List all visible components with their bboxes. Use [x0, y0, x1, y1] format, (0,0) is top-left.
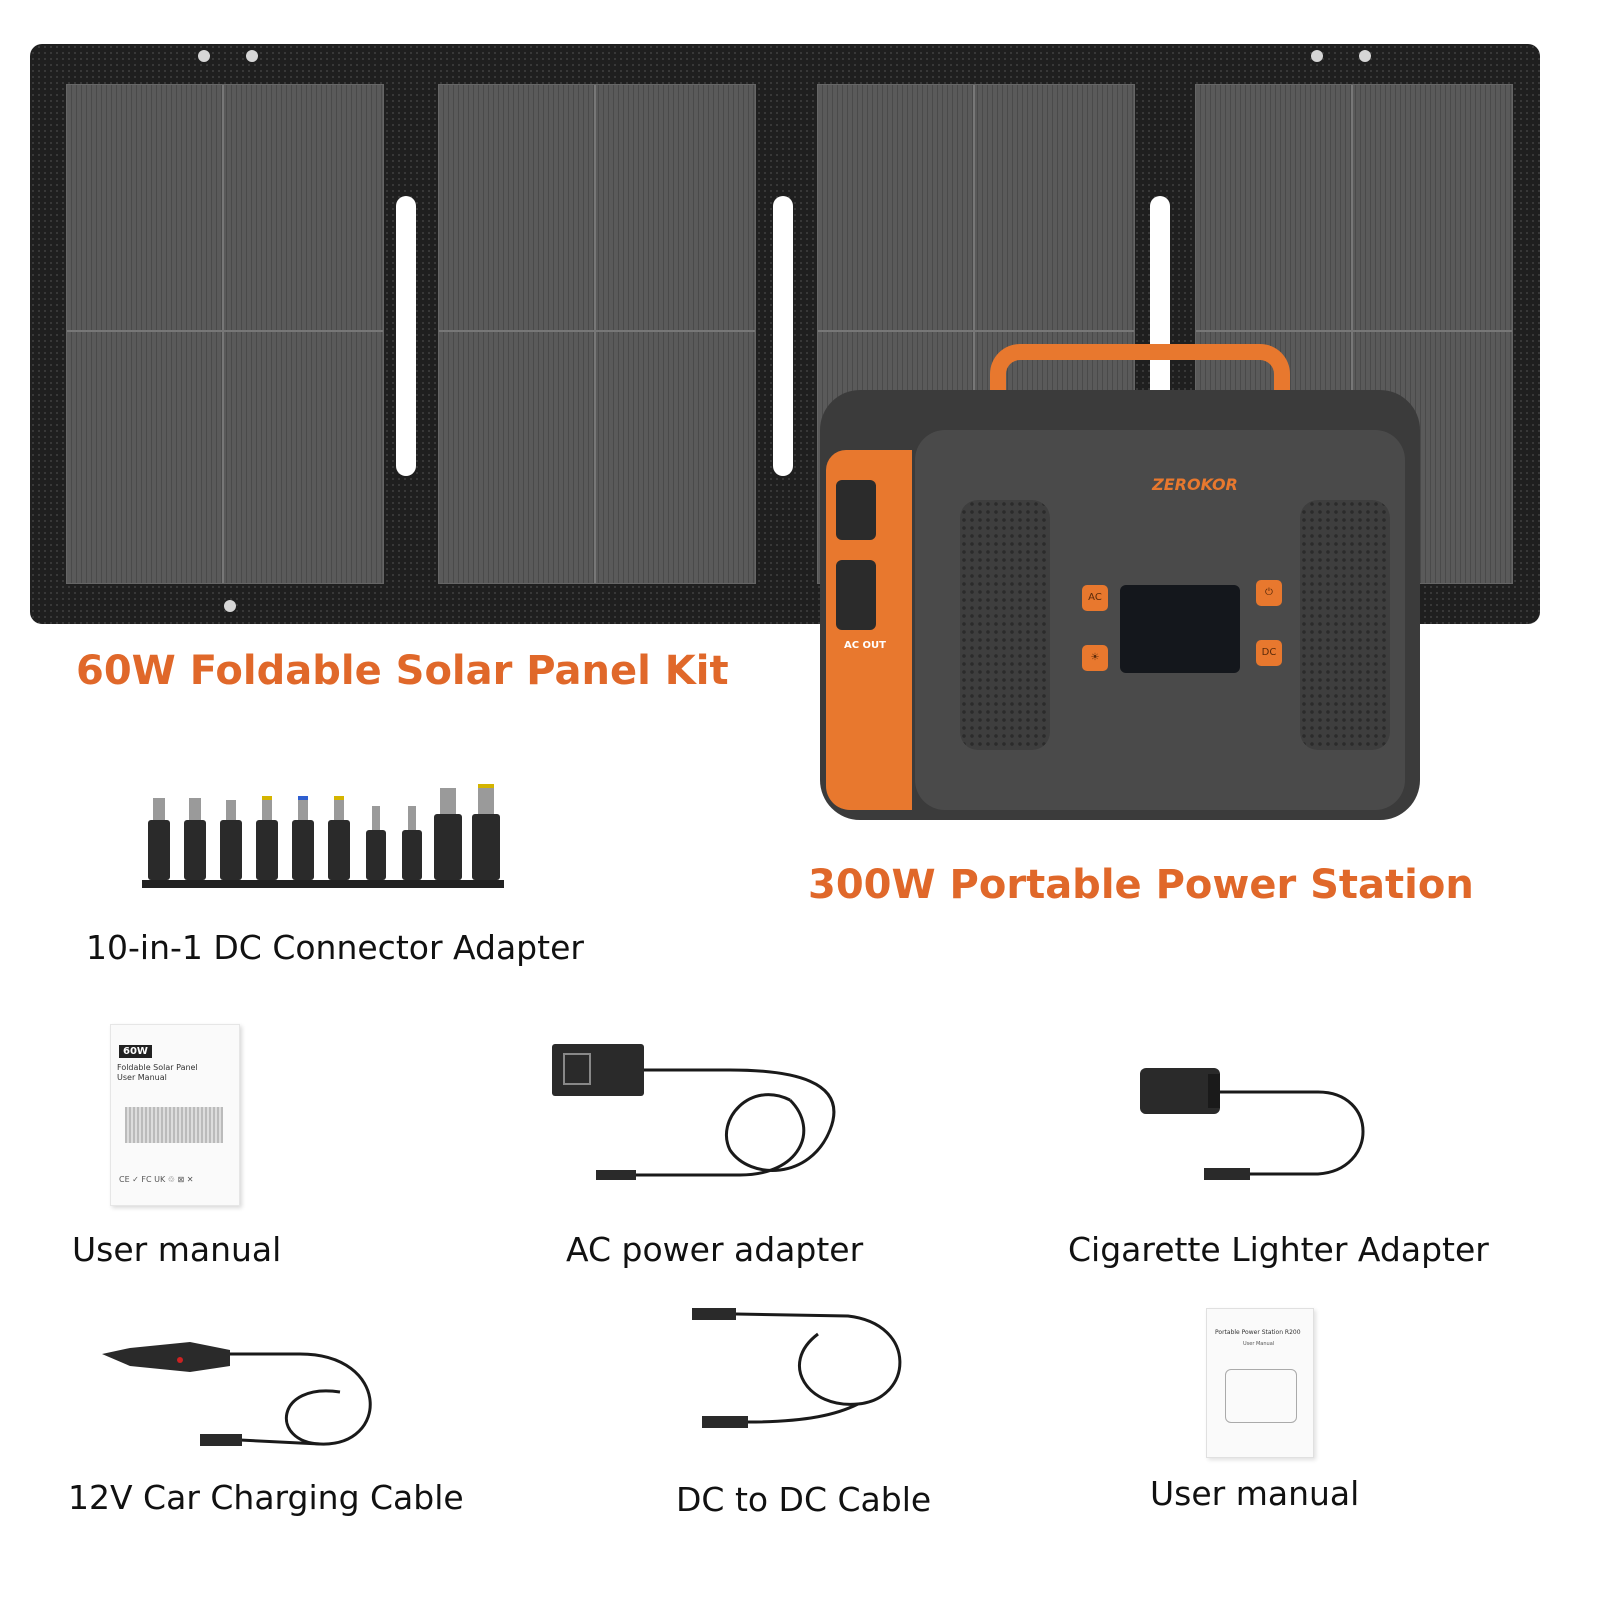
- dc-cable-label: DC to DC Cable: [676, 1480, 932, 1519]
- speaker-grille-right: [1300, 500, 1390, 750]
- solar-panel-manual-image: 60W Foldable Solar Panel User Manual CE …: [110, 1024, 240, 1206]
- manual-title-line1: Foldable Solar Panel: [117, 1063, 198, 1072]
- manual-certification-marks: CE ✓ FC UK ♲ ⊠ ✕: [119, 1175, 194, 1184]
- ac-power-adapter-image: [550, 1040, 850, 1190]
- car-cable-label: 12V Car Charging Cable: [68, 1478, 464, 1517]
- dc-button: DC: [1256, 640, 1282, 666]
- manual-panel-illustration: [125, 1107, 223, 1143]
- ac-adapter-label: AC power adapter: [566, 1230, 864, 1269]
- solar-cell-panel-2: [438, 84, 756, 584]
- car-charging-cable-image: [100, 1332, 390, 1452]
- lcd-screen: [1120, 585, 1240, 673]
- power-station-label: 300W Portable Power Station: [808, 862, 1474, 908]
- dc-to-dc-cable-image: [688, 1304, 918, 1434]
- rivet: [1359, 50, 1371, 62]
- rivet: [198, 50, 210, 62]
- manual-2-subtitle: User Manual: [1243, 1341, 1275, 1347]
- manual-2-title: Portable Power Station R200: [1215, 1329, 1301, 1336]
- cigarette-lighter-adapter-image: [1138, 1060, 1378, 1190]
- rivet: [224, 600, 236, 612]
- power-button: ⏻: [1256, 580, 1282, 606]
- dc-adapter-label: 10-in-1 DC Connector Adapter: [86, 928, 584, 967]
- ac-outlet: [836, 480, 876, 540]
- panel-slot: [396, 196, 416, 476]
- ac-out-label: AC OUT: [844, 640, 887, 651]
- manual-title-line2: User Manual: [117, 1073, 167, 1082]
- user-manual-2-label: User manual: [1150, 1474, 1360, 1513]
- user-manual-1-label: User manual: [72, 1230, 282, 1269]
- panel-slot: [773, 196, 793, 476]
- solar-panel-label: 60W Foldable Solar Panel Kit: [76, 648, 729, 694]
- rivet: [246, 50, 258, 62]
- power-station-image: AC OUT ZEROKOR AC ☀ ⏻ DC: [820, 340, 1420, 840]
- power-station-brand: ZEROKOR: [1152, 475, 1238, 494]
- manual-2-device-illustration: [1225, 1369, 1297, 1423]
- speaker-grille-left: [960, 500, 1050, 750]
- cigarette-adapter-label: Cigarette Lighter Adapter: [1068, 1230, 1489, 1269]
- solar-cell-panel-1: [66, 84, 384, 584]
- light-button: ☀: [1082, 645, 1108, 671]
- manual-badge: 60W: [119, 1045, 152, 1058]
- dc-connector-adapters-image: [142, 780, 507, 892]
- power-station-side-panel: AC OUT: [826, 450, 912, 810]
- power-station-manual-image: Portable Power Station R200 User Manual: [1206, 1308, 1314, 1458]
- rivet: [1311, 50, 1323, 62]
- ac-outlet: [836, 560, 876, 630]
- ac-button: AC: [1082, 585, 1108, 611]
